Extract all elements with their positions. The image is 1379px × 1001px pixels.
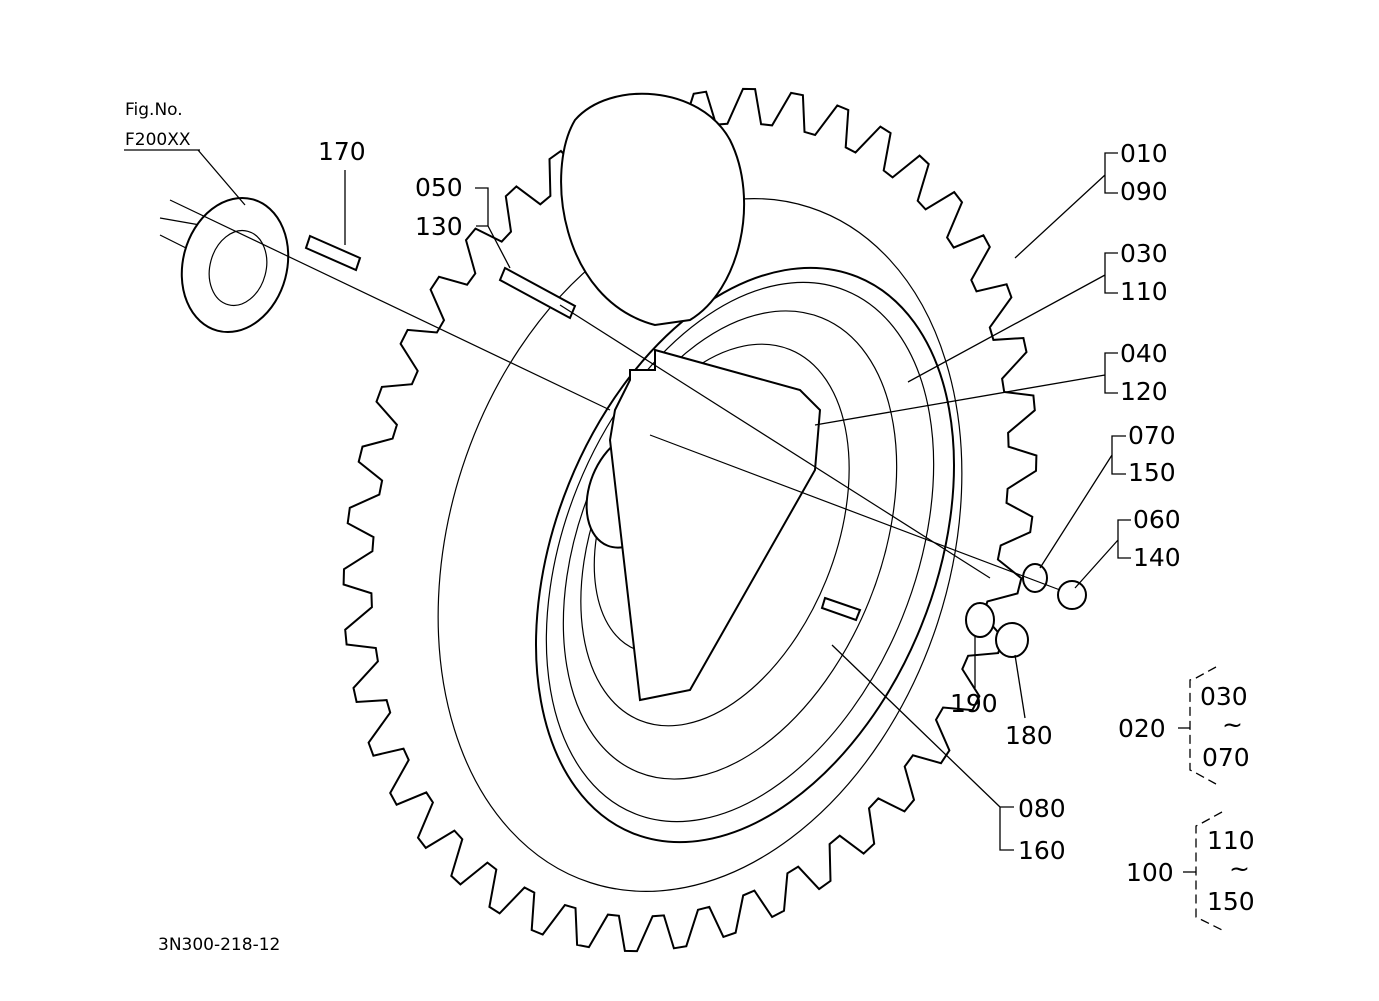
callout-150[interactable]: 150 [1128,458,1176,487]
drawing-code: 3N300-218-12 [158,935,280,955]
nut-180 [995,622,1029,658]
fig-no-value[interactable]: F200XX [125,130,191,150]
callout-090[interactable]: 090 [1120,177,1168,206]
callout-080[interactable]: 080 [1018,794,1066,823]
callout-030[interactable]: 030 [1120,239,1168,268]
callout-040[interactable]: 040 [1120,339,1168,368]
washer-070 [1022,563,1048,593]
callout-110[interactable]: 110 [1120,277,1168,306]
assembly-from[interactable]: 030 [1200,682,1248,711]
nut-060 [1057,580,1087,610]
inner-tube [560,92,746,327]
assembly-from[interactable]: 110 [1207,826,1255,855]
callout-190[interactable]: 190 [950,689,998,718]
stud-bolt [304,234,362,272]
assembly-range: ~ [1222,710,1243,739]
washer-190 [965,602,995,638]
callout-160[interactable]: 160 [1018,836,1066,865]
assembly-to[interactable]: 150 [1207,887,1255,916]
assembly-020: 020 030 ~ 070 [1118,666,1250,785]
assembly-to[interactable]: 070 [1202,743,1250,772]
fig-no-label: Fig.No. [125,100,183,120]
rim-bracket [608,348,822,702]
assembly-100: 100 110 ~ 150 [1126,811,1255,931]
callout-070[interactable]: 070 [1128,421,1176,450]
assembly-parent[interactable]: 100 [1126,858,1174,887]
callout-050[interactable]: 050 [415,173,463,202]
tire-inner-bead [437,198,963,892]
callout-010[interactable]: 010 [1120,139,1168,168]
assembly-parent[interactable]: 020 [1118,714,1166,743]
callout-140[interactable]: 140 [1133,543,1181,572]
callout-060[interactable]: 060 [1133,505,1181,534]
callout-170[interactable]: 170 [318,137,366,166]
callout-120[interactable]: 120 [1120,377,1168,406]
assembly-range: ~ [1229,854,1250,883]
callout-180[interactable]: 180 [1005,721,1053,750]
valve-stem [820,596,862,622]
axle-flange [159,196,290,334]
callout-130[interactable]: 130 [415,212,463,241]
bolt [498,266,577,320]
